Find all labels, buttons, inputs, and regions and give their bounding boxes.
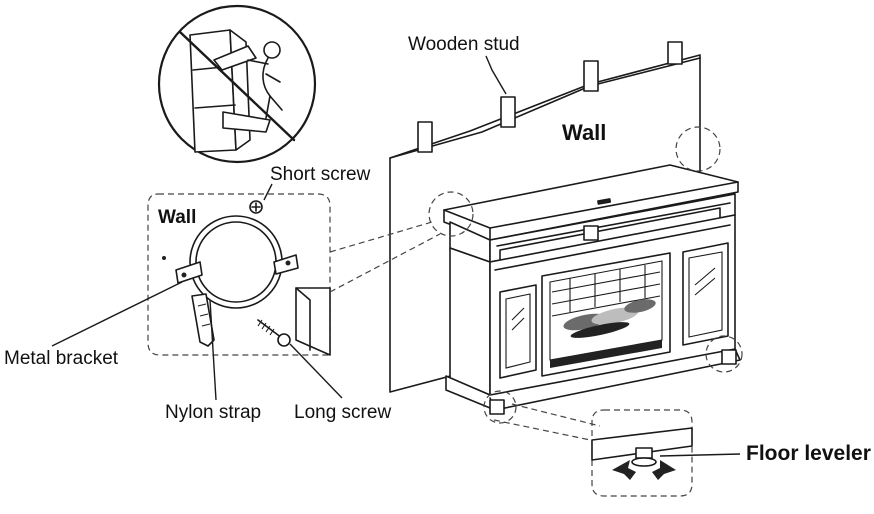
wooden-studs [417, 41, 683, 153]
firebox-logs [563, 299, 656, 338]
label-wooden-stud: Wooden stud [408, 34, 520, 55]
strap-detail [147, 193, 331, 356]
callout-circles [428, 126, 743, 424]
label-wall-main: Wall [562, 120, 606, 145]
label-nylon-strap: Nylon strap [165, 402, 261, 423]
floor-leveler-detail [591, 409, 693, 497]
detail-leader-lines [329, 221, 601, 443]
label-leader-lines [51, 55, 741, 457]
label-floor-leveler: Floor leveler [746, 442, 871, 465]
no-tipping-prohibition-icon [157, 4, 317, 164]
label-wall-detail: Wall [158, 207, 196, 228]
fireplace-cabinet [443, 164, 741, 415]
rotate-arrows-icon [612, 460, 676, 480]
label-metal-bracket: Metal bracket [4, 348, 119, 369]
firebox-bricks [551, 265, 661, 317]
label-short-screw: Short screw [270, 164, 371, 185]
label-long-screw: Long screw [294, 402, 391, 423]
